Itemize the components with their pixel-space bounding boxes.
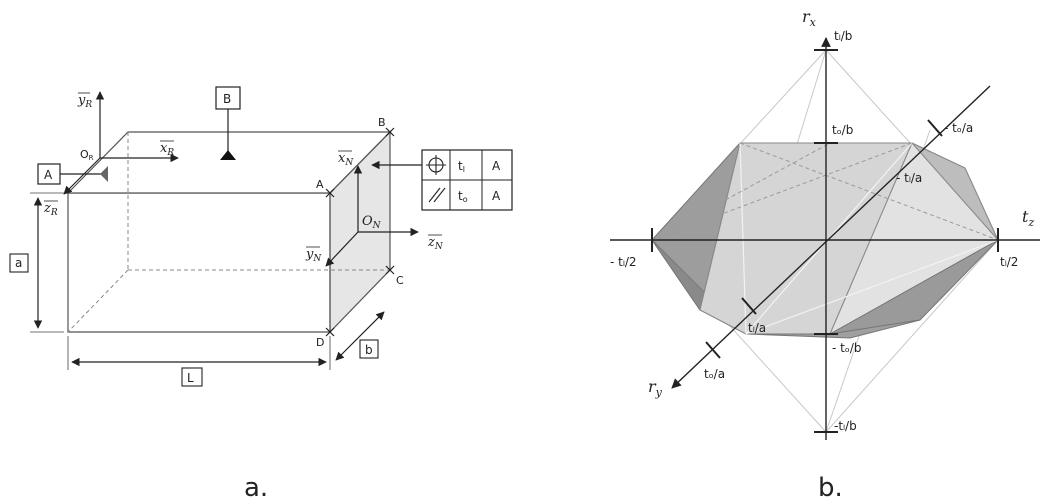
tol-row1-datum: A (492, 159, 501, 173)
label-minus-tl-a: - tₗ/a (896, 171, 922, 185)
label-to-a: tₒ/a (704, 367, 725, 381)
zR-label: zR (43, 201, 58, 218)
rx-axis-label: rx (802, 7, 817, 29)
label-minus-to-a: - tₒ/a (944, 121, 973, 135)
label-tl-b: tₗ/b (834, 29, 852, 43)
corner-C-label: C (396, 274, 404, 287)
corner-B-label: B (378, 116, 386, 129)
ON-label: ON (362, 214, 382, 231)
tz-axis-label: tz (1022, 207, 1034, 229)
dim-b-box (359, 339, 379, 359)
label-to-b: tₒ/b (832, 123, 853, 137)
label-minus-to-b: - tₒ/b (832, 341, 861, 355)
yN-label: yN (305, 247, 322, 264)
dim-a-box (9, 253, 29, 273)
corner-D-label: D (316, 336, 324, 349)
hidden-edges (67, 132, 390, 333)
figure-a-box-diagram: B A C D yR xR zR OR A B xN ON zN yN (9, 86, 513, 503)
face-right-edge (911, 142, 999, 241)
datum-B-triangle (220, 150, 236, 160)
front-face (67, 192, 331, 333)
dimension-b-line (335, 311, 385, 361)
dim-L-label: L (187, 371, 194, 385)
corner-A-label: A (316, 178, 324, 191)
ry-axis (671, 85, 991, 389)
axis-ticks (651, 49, 999, 433)
dim-a-label: a (15, 256, 22, 270)
label-minus-tl-2: - tₗ/2 (610, 255, 637, 269)
yN-axis (325, 231, 359, 267)
dim-L-box (181, 367, 203, 387)
caption-b: b. (818, 473, 843, 503)
dim-b-label: b (365, 343, 373, 357)
tol-row2-datum: A (492, 189, 501, 203)
ry-axis-label: ry (648, 377, 663, 399)
figure-b-polytope-diagram: rx tz ry tₗ/b tₒ/b - tₒ/a - tₗ/a - tₗ/2 … (610, 7, 1040, 503)
OR-label: OR (80, 148, 94, 162)
xN-label: xN (338, 151, 354, 168)
parallelism-symbol-icon (428, 187, 446, 203)
xR-label: xR (160, 141, 174, 158)
tol-row2-value: to (458, 189, 468, 204)
label-tl-2: tₗ/2 (1000, 255, 1018, 269)
label-tl-a: tₗ/a (748, 321, 766, 335)
corner-marks (325, 127, 395, 337)
label-minus-tl-b: -tₗ/b (834, 419, 857, 433)
yR-label: yR (77, 93, 92, 110)
tolerance-frame: tl A to A (421, 149, 513, 211)
hidden-edges-b (651, 142, 999, 241)
tol-row1-value: tl (458, 159, 465, 174)
caption-a: a. (244, 473, 268, 503)
datum-A-label: A (44, 168, 53, 182)
datum-A-triangle (100, 166, 108, 182)
zN-label: zN (427, 235, 444, 252)
zR-axis (63, 157, 101, 195)
datum-B-label: B (223, 92, 231, 106)
